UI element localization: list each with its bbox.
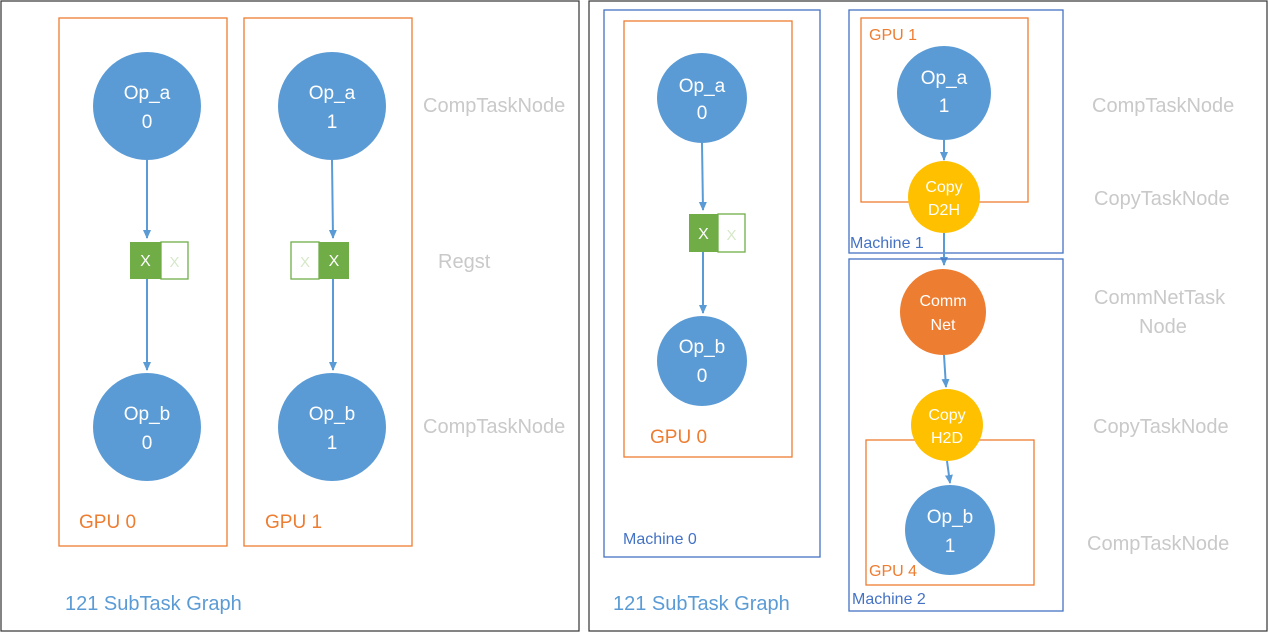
copy-d2h-node: [908, 161, 980, 233]
m1-gpu1-label: GPU 1: [869, 27, 917, 44]
machine1-box: [848, 9, 1064, 254]
left-regst-label: Regst: [438, 251, 491, 273]
left-panel-title: 121 SubTask Graph: [65, 593, 242, 615]
copy-h2d-line1: Copy: [928, 407, 965, 424]
regst-empty-1: [290, 241, 320, 280]
copy-h2d-line2: H2D: [931, 430, 963, 447]
op-a-1-index: 1: [327, 112, 338, 133]
left-comptasknode-bottom-label: CompTaskNode: [423, 416, 565, 438]
m2-op-b-1-index: 1: [945, 536, 956, 557]
m1-op-a-1-node: [897, 46, 991, 140]
right-panel-title: 121 SubTask Graph: [613, 593, 790, 615]
m0-regst-empty: [717, 213, 746, 253]
m0-regst-filled: [689, 214, 718, 252]
machine0-label: Machine 0: [623, 531, 697, 548]
op-b-0-name: Op_b: [124, 404, 170, 425]
op-b-1-node: [278, 373, 386, 481]
right-commnettask-label-line1: CommNetTask: [1094, 287, 1226, 309]
regst-filled-0: [130, 242, 161, 279]
copy-d2h-line2: D2H: [928, 202, 960, 219]
op-a-1-name: Op_a: [309, 83, 356, 104]
machine0-gpu0-box: [623, 20, 793, 458]
m1-op-a-1-index: 1: [939, 96, 950, 117]
m0-op-b-0-index: 0: [697, 366, 708, 387]
regst-empty-0: [160, 241, 189, 280]
op-a-0-name: Op_a: [124, 83, 171, 104]
m0-gpu0-label: GPU 0: [650, 427, 707, 448]
op-b-0-node: [93, 373, 201, 481]
gpu1-box: [243, 17, 413, 547]
m0-op-a-0-index: 0: [697, 103, 708, 124]
right-comptasknode-top-label: CompTaskNode: [1092, 95, 1234, 117]
op-b-1-name: Op_b: [309, 404, 355, 425]
m1-op-a-1-name: Op_a: [921, 68, 968, 89]
right-commnettask-label-line2: Node: [1139, 316, 1187, 338]
m2-op-b-1-name: Op_b: [927, 507, 973, 528]
m0-op-b-0-name: Op_b: [679, 337, 725, 358]
gpu0-label: GPU 0: [79, 512, 136, 533]
regst-empty-0-label: X: [169, 254, 179, 271]
machine2-label: Machine 2: [852, 591, 926, 608]
gpu1-label: GPU 1: [265, 512, 322, 533]
left-comptasknode-top-label: CompTaskNode: [423, 95, 565, 117]
copy-d2h-line1: Copy: [925, 179, 962, 196]
op-a-1-node: [278, 52, 386, 160]
edge-copy-h2d-op-b: [944, 460, 953, 484]
commnet-node: [900, 269, 986, 355]
edge-m0-op-a-regst: [698, 142, 707, 211]
op-b-1-index: 1: [327, 433, 338, 454]
m0-regst-empty-label: X: [726, 227, 736, 244]
m2-op-b-1-node: [905, 485, 995, 575]
op-a-0-node: [93, 52, 201, 160]
copy-h2d-node: [911, 389, 983, 461]
machine2-box: [848, 258, 1064, 612]
machine1-label: Machine 1: [850, 235, 924, 252]
machine0-box: [603, 9, 821, 558]
edge-op-a1-regst: [328, 159, 337, 239]
m0-op-a-0-node: [657, 53, 747, 143]
m0-op-a-0-name: Op_a: [679, 76, 726, 97]
regst-filled-1-label: X: [329, 253, 340, 270]
commnet-line2: Net: [931, 317, 956, 334]
m0-op-b-0-node: [657, 316, 747, 406]
right-copytasknode-bottom-label: CopyTaskNode: [1093, 416, 1229, 438]
op-a-0-index: 0: [142, 112, 153, 133]
right-copytasknode-top-label: CopyTaskNode: [1094, 188, 1230, 210]
m2-gpu4-label: GPU 4: [869, 563, 917, 580]
regst-empty-1-label: X: [300, 254, 310, 271]
m0-regst-filled-label: X: [698, 226, 709, 243]
right-comptasknode-bottom-label: CompTaskNode: [1087, 533, 1229, 555]
regst-filled-0-label: X: [140, 253, 151, 270]
regst-filled-1: [319, 242, 349, 279]
edge-commnet-copy-h2d: [941, 354, 950, 388]
gpu0-box: [58, 17, 228, 547]
op-b-0-index: 0: [142, 433, 153, 454]
commnet-line1: Comm: [919, 293, 966, 310]
